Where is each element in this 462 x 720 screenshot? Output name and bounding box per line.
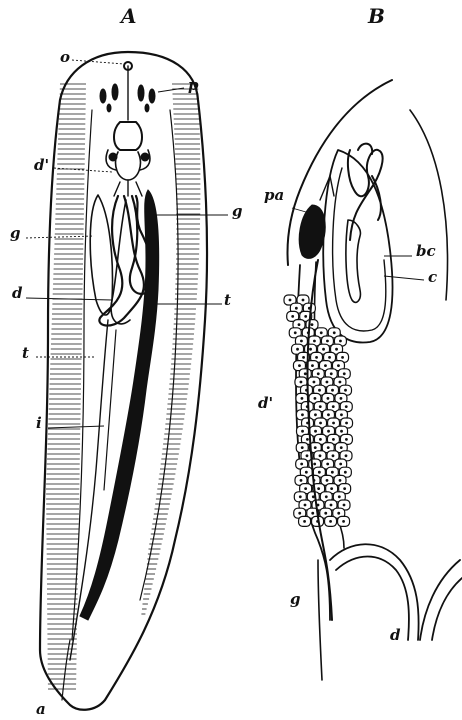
organ-sac <box>323 144 392 343</box>
margin-striations <box>46 84 200 689</box>
label-c: c <box>428 270 437 285</box>
label-g-b: g <box>290 592 301 607</box>
specimen-a <box>26 52 228 710</box>
label-g-right: g <box>232 204 243 219</box>
label-d-prime-a: d' <box>34 158 49 173</box>
label-g-left: g <box>10 226 21 241</box>
label-d-a: d <box>12 286 23 301</box>
pharynx <box>106 122 150 196</box>
testis-lobe <box>90 195 112 315</box>
specimen-b <box>284 80 462 680</box>
label-a: a <box>36 702 46 717</box>
label-t-left: t <box>22 346 29 361</box>
dark-duct <box>80 190 159 620</box>
label-d-prime-b: d' <box>258 396 273 411</box>
gland-pa <box>299 205 325 258</box>
label-pa: pa <box>264 188 284 203</box>
label-o: o <box>60 50 70 65</box>
lower-branches <box>318 544 462 680</box>
label-d-b: d <box>390 628 401 643</box>
label-bc: bc <box>416 244 436 259</box>
cell-column <box>284 295 353 526</box>
panel-label-a: A <box>121 6 137 26</box>
label-t-right: t <box>224 293 231 308</box>
label-p: p <box>188 78 199 93</box>
inner-margin-a <box>72 110 178 640</box>
label-i: i <box>36 416 42 431</box>
panel-label-b: B <box>368 6 385 26</box>
